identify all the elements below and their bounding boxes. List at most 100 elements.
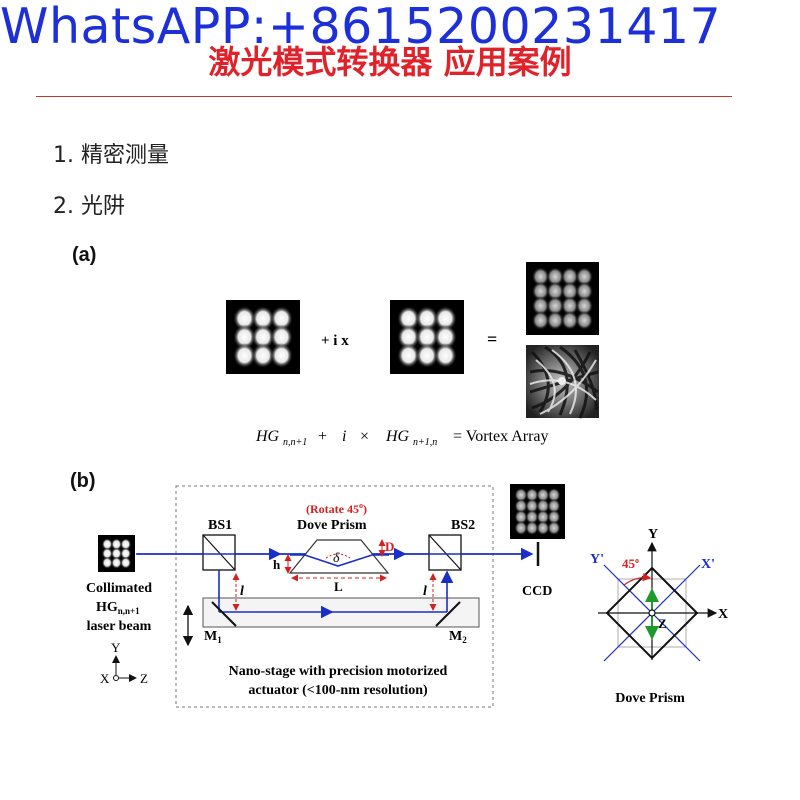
plus-i-times-operator: + i x bbox=[321, 333, 349, 349]
vortex-lobe bbox=[547, 509, 561, 525]
l-label-left: l bbox=[240, 584, 244, 599]
vortex-lobe bbox=[531, 281, 550, 301]
prism-xprime-label: X' bbox=[701, 557, 715, 572]
L-label: L bbox=[334, 579, 343, 594]
list-item-number: 1. bbox=[53, 143, 74, 168]
mode-lobe bbox=[397, 342, 420, 369]
prism-refracted-beam bbox=[290, 554, 389, 567]
beam-splitter-bs1 bbox=[202, 534, 236, 571]
mode-lobe bbox=[251, 342, 275, 369]
vortex-lobe bbox=[547, 498, 561, 514]
stage-caption-line2: actuator (<100-nm resolution) bbox=[248, 683, 428, 698]
vortex-phase-image bbox=[526, 345, 599, 419]
mode-lobe bbox=[233, 342, 256, 369]
vortex-lobe bbox=[546, 310, 564, 331]
list-item-2: 2. 光阱 bbox=[53, 188, 125, 220]
vortex-lobe bbox=[561, 296, 579, 316]
vortex-lobe bbox=[575, 310, 594, 331]
list-item-1: 1. 精密测量 bbox=[53, 137, 169, 169]
mode-lobe bbox=[434, 324, 457, 350]
vortex-intensity-image bbox=[526, 262, 599, 335]
prism-yprime-label: Y' bbox=[590, 552, 604, 567]
vortex-lobe bbox=[575, 266, 594, 287]
mode-lobe bbox=[110, 556, 123, 569]
mode-lobe bbox=[251, 324, 275, 350]
vortex-lobe bbox=[536, 498, 550, 514]
output-vortex-image bbox=[510, 484, 565, 539]
vortex-lobe bbox=[561, 281, 579, 301]
list-item-text: 精密测量 bbox=[81, 143, 170, 168]
panel-b-label: (b) bbox=[70, 470, 96, 492]
panel-a-label: (a) bbox=[72, 244, 97, 266]
vortex-lobe bbox=[536, 509, 550, 525]
vortex-lobe bbox=[561, 266, 579, 287]
l-label-right: l bbox=[423, 584, 427, 599]
axis-z-label: Z bbox=[140, 671, 148, 686]
eq-hg1-sub: n,n+1 bbox=[283, 437, 307, 448]
mode-lobe bbox=[120, 547, 132, 560]
vortex-lobe bbox=[525, 487, 539, 503]
prism-z-label: Z bbox=[658, 616, 667, 631]
vortex-lobe bbox=[514, 487, 528, 503]
vortex-lobe bbox=[514, 509, 528, 525]
prism-angle-label: 45o bbox=[622, 556, 639, 571]
eq-hg2-sub: n+1,n bbox=[413, 437, 437, 448]
prism-angle-arc bbox=[623, 572, 652, 586]
stage-caption-line1: Nano-stage with precision motorized bbox=[229, 664, 448, 679]
mode-lobe bbox=[110, 538, 123, 551]
mode-lobe bbox=[270, 305, 293, 332]
prism-y-label: Y bbox=[648, 527, 658, 542]
mode-lobe bbox=[397, 324, 420, 350]
prism-rotated-square bbox=[605, 566, 699, 660]
mode-lobe bbox=[415, 305, 439, 332]
dove-prism-shape bbox=[288, 539, 390, 574]
vortex-lobe bbox=[546, 296, 564, 316]
axis-x-label: X bbox=[100, 671, 110, 686]
vortex-lobe bbox=[525, 520, 539, 536]
m2-label: M2 bbox=[449, 629, 467, 645]
dove-prism-label: Dove Prism bbox=[297, 518, 367, 533]
ccd-label: CCD bbox=[522, 584, 552, 599]
eq-rhs: = Vortex Array bbox=[453, 428, 549, 445]
vortex-lobe bbox=[525, 498, 539, 514]
mode-lobe bbox=[415, 324, 439, 350]
eq-hg1: HG bbox=[255, 428, 280, 445]
mirror-m1 bbox=[211, 601, 237, 627]
mode-lobe bbox=[233, 324, 256, 350]
bs2-label: BS2 bbox=[451, 518, 475, 533]
vortex-lobe bbox=[514, 520, 528, 536]
mode-lobe bbox=[434, 342, 457, 369]
eq-plus: + bbox=[318, 428, 327, 445]
vortex-lobe bbox=[531, 296, 550, 316]
laser-beam-label: laser beam bbox=[87, 619, 152, 634]
vortex-lobe bbox=[547, 520, 561, 536]
vortex-equation: HG n,n+1 + i × HG n+1,n = Vortex Array bbox=[255, 428, 549, 448]
title-divider bbox=[36, 96, 732, 97]
vortex-lobe bbox=[546, 281, 564, 301]
input-hg-beam-image bbox=[98, 535, 135, 572]
hg-beam-label: HGn,n+1 bbox=[96, 600, 140, 616]
mode-lobe bbox=[233, 305, 256, 332]
prism-caption: Dove Prism bbox=[615, 691, 685, 706]
prism-x-label: X bbox=[718, 607, 728, 622]
mode-lobe bbox=[270, 342, 293, 369]
vortex-lobe bbox=[531, 310, 550, 331]
mode-lobe bbox=[251, 305, 275, 332]
vortex-lobe bbox=[546, 266, 564, 287]
vortex-lobe bbox=[536, 520, 550, 536]
delta-arc bbox=[325, 553, 351, 559]
D-label: D bbox=[385, 539, 394, 554]
list-item-text: 光阱 bbox=[81, 194, 126, 219]
watermark-text: WhatsAPP:+8615200231417 bbox=[0, 0, 722, 55]
mirror-m2 bbox=[435, 601, 461, 627]
mode-lobe bbox=[434, 305, 457, 332]
mode-lobe bbox=[397, 305, 420, 332]
h-label: h bbox=[273, 557, 281, 572]
eq-i: i bbox=[342, 428, 346, 445]
beam-splitter-bs2 bbox=[428, 534, 462, 571]
prism-center-dot bbox=[648, 609, 656, 617]
mode-lobe bbox=[101, 556, 113, 569]
mode-lobe bbox=[120, 538, 132, 551]
m1-label: M1 bbox=[204, 629, 222, 645]
